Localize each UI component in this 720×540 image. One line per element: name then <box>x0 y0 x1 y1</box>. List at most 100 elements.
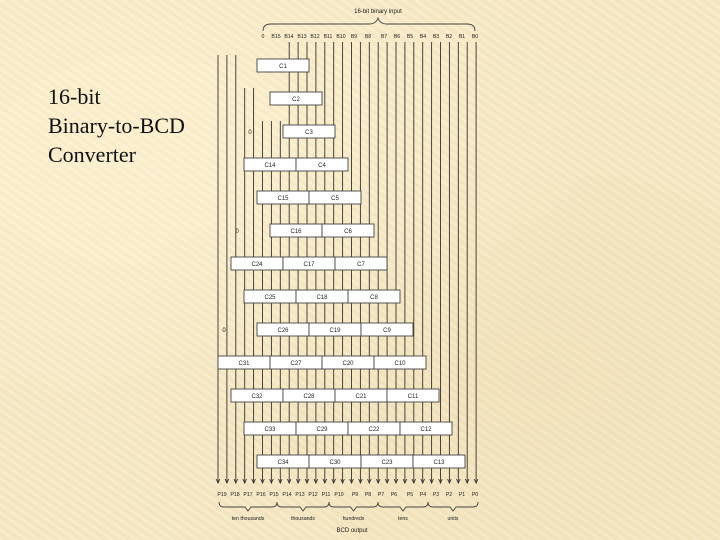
wire-arrowhead <box>295 478 301 485</box>
converter-cell-label: C11 <box>408 394 419 400</box>
converter-cell <box>347 289 401 304</box>
converter-cell-label: C25 <box>264 295 276 301</box>
input-bit-label: B3 <box>433 34 439 40</box>
wire-arrowhead <box>286 478 292 485</box>
output-bit-label: P5 <box>407 492 413 498</box>
converter-cell-label: C16 <box>290 229 302 235</box>
output-group-label: hundreds <box>343 516 365 522</box>
wire-arrowhead <box>313 478 319 485</box>
converter-cell-label: C7 <box>357 262 365 268</box>
wire-arrowhead <box>340 478 345 485</box>
wire-arrowhead <box>447 478 452 485</box>
converter-cell-label: C27 <box>290 361 302 367</box>
converter-cell-label: C31 <box>238 361 250 367</box>
converter-cell-label: C23 <box>381 460 393 466</box>
converter-cell-label: C30 <box>329 460 341 466</box>
output-bit-label: P13 <box>295 492 304 498</box>
wire-arrowhead <box>269 478 274 485</box>
output-bit-label: P1 <box>459 492 465 498</box>
converter-cell-label: C34 <box>277 460 289 466</box>
converter-cell-label: C6 <box>344 229 352 235</box>
converter-cell-label: C18 <box>316 295 328 301</box>
output-bit-label: P16 <box>256 492 265 498</box>
converter-cell <box>282 124 336 139</box>
wire-arrowhead <box>384 478 390 485</box>
input-bit-label: B5 <box>407 34 413 40</box>
converter-cell-label: C32 <box>251 394 263 400</box>
wire-arrowhead <box>411 478 417 485</box>
wire-arrowhead <box>464 478 470 485</box>
output-bit-label: P0 <box>472 492 478 498</box>
input-bit-label: B7 <box>381 34 387 40</box>
wire-arrowhead <box>233 478 239 485</box>
converter-cell-label: C14 <box>264 163 276 169</box>
input-bit-label: B15 <box>271 34 280 40</box>
wire-arrowhead <box>367 478 372 485</box>
converter-cell-label: C21 <box>355 394 367 400</box>
converter-cell-label: C12 <box>420 427 432 433</box>
converter-cell <box>412 454 466 469</box>
input-label: 16-bit binary input <box>354 9 402 15</box>
converter-cell-label: C15 <box>277 196 289 202</box>
title-line-2: Binary-to-BCD <box>48 113 185 138</box>
output-group-label: ten thousands <box>232 516 265 522</box>
wire-arrowhead <box>402 478 408 485</box>
wire-arrowhead <box>304 478 310 485</box>
converter-cell <box>334 256 388 271</box>
slide-title: 16-bit Binary-to-BCD Converter <box>48 82 238 169</box>
output-group-brace <box>218 501 278 512</box>
input-bit-label: B6 <box>394 34 400 40</box>
output-group-label: tens <box>398 516 408 522</box>
output-bit-label: P9 <box>352 492 358 498</box>
converter-cell <box>295 157 349 172</box>
wire-arrowhead <box>473 478 479 485</box>
output-bit-label: P10 <box>334 492 343 498</box>
converter-cell-label: C5 <box>331 196 339 202</box>
output-bit-label: P6 <box>391 492 397 498</box>
converter-cell-label: C19 <box>329 328 341 334</box>
output-bit-label: P19 <box>217 492 226 498</box>
converter-cell-label: C22 <box>368 427 380 433</box>
output-bit-label: P2 <box>446 492 452 498</box>
output-group-brace <box>427 501 479 512</box>
output-group-brace <box>377 501 429 512</box>
wire-arrowhead <box>215 478 221 485</box>
converter-cell <box>308 190 362 205</box>
title-line-3: Converter <box>48 142 136 167</box>
wire-arrowhead <box>429 478 434 485</box>
converter-cell-label: C3 <box>305 130 313 136</box>
output-group-brace <box>276 501 330 512</box>
output-bit-label: P17 <box>243 492 252 498</box>
input-bit-label: B4 <box>420 34 426 40</box>
input-bit-label: B10 <box>336 34 345 40</box>
converter-cell <box>373 355 427 370</box>
wire-arrowhead <box>438 478 443 485</box>
converter-cell-label: C26 <box>277 328 289 334</box>
converter-cell-label: C17 <box>303 262 315 268</box>
wire-arrowhead <box>420 478 425 485</box>
converter-cell-label: C29 <box>316 427 328 433</box>
converter-cell-label: C20 <box>342 361 354 367</box>
converter-cell-label: C28 <box>303 394 315 400</box>
input-bit-label: B12 <box>310 34 319 40</box>
wire-arrowhead <box>251 478 256 485</box>
output-bit-label: P15 <box>269 492 278 498</box>
converter-cell <box>321 223 375 238</box>
input-bit-label: B14 <box>284 34 293 40</box>
converter-cell-label: C24 <box>251 262 263 268</box>
converter-cell <box>386 388 440 403</box>
input-brace <box>262 16 476 32</box>
converter-cell <box>256 58 310 73</box>
output-bit-label: P7 <box>378 492 384 498</box>
converter-cell-label: C8 <box>370 295 378 301</box>
output-bit-label: P4 <box>420 492 426 498</box>
zero-input-label: 0 <box>222 328 226 334</box>
output-bit-label: P3 <box>433 492 439 498</box>
wire-arrowhead <box>375 478 381 485</box>
output-group-label: units <box>448 516 459 522</box>
wire-arrowhead <box>260 478 265 485</box>
input-bit-label: B9 <box>351 34 357 40</box>
output-bit-label: P18 <box>230 492 239 498</box>
output-group-brace <box>328 501 379 512</box>
